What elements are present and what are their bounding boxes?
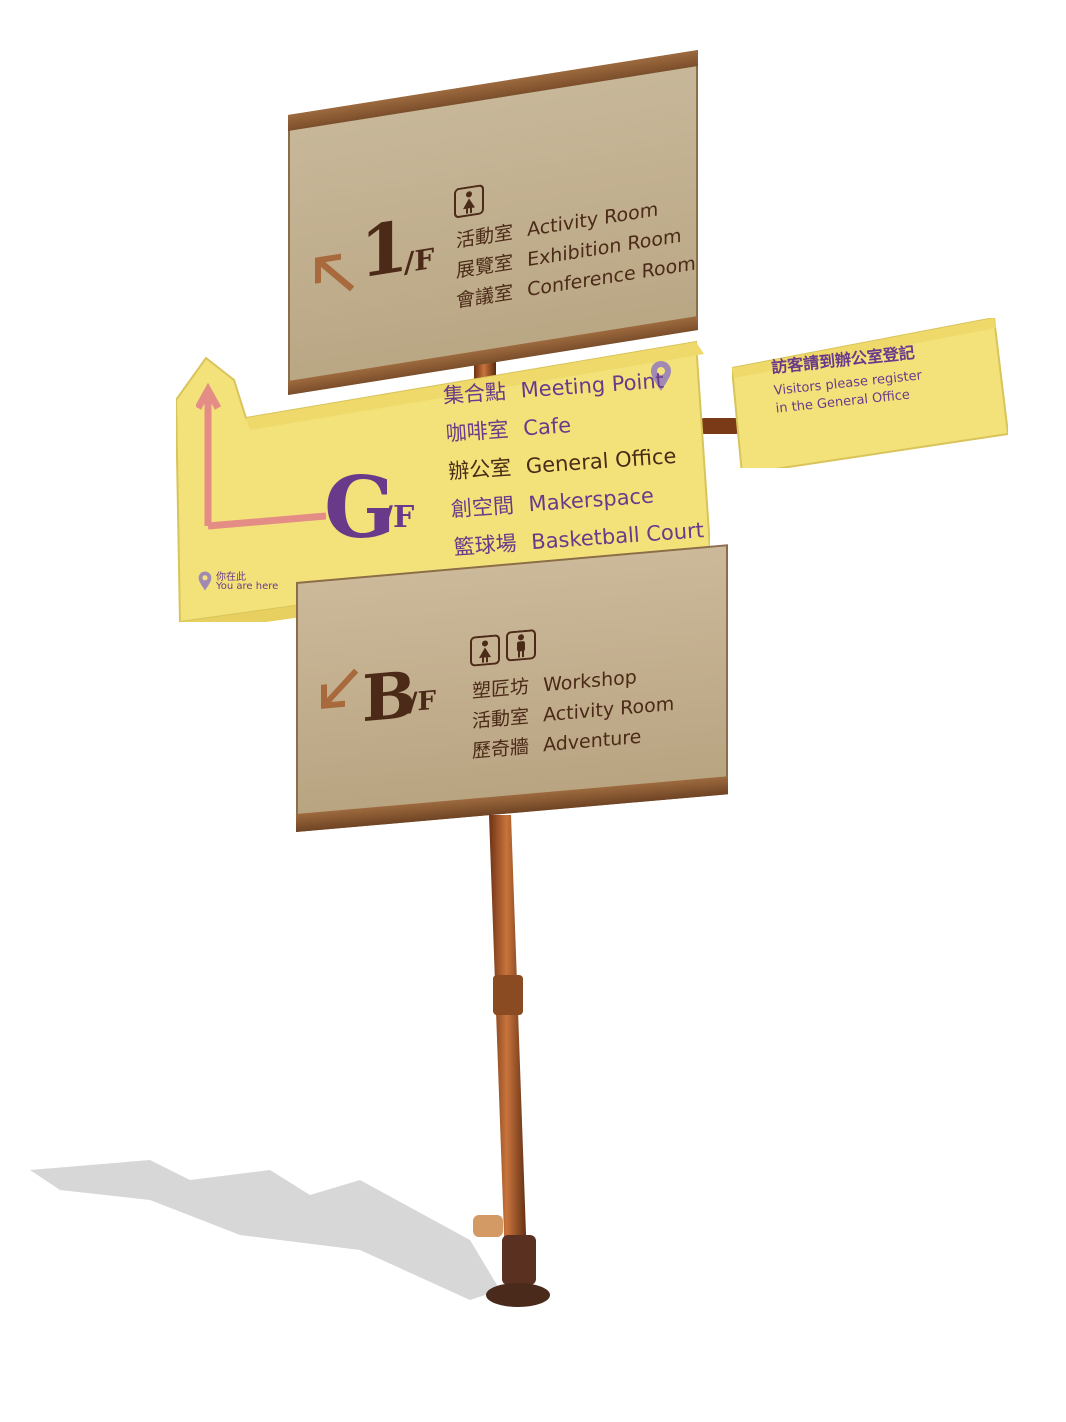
room-name-zh: 歷奇牆 <box>472 735 530 763</box>
floor-number-1f: 1 <box>360 203 409 295</box>
sign-1f: 1 /F 活動室 Activity Room 展覽室 Exhibition Ro… <box>288 50 698 395</box>
pole-joint <box>493 975 523 1015</box>
room-name-zh: 咖啡室 <box>444 417 510 446</box>
arrow-up-left-turn-icon <box>196 382 326 530</box>
notice-connector-rod <box>700 418 740 434</box>
signpost-shadow <box>30 1160 500 1300</box>
sign-bf: B /F 塑匠坊 Workshop 活動室 Activity Room 歷奇牆 … <box>296 544 728 832</box>
female-toilet-icon <box>470 634 500 667</box>
room-name-zh: 創空間 <box>450 493 515 522</box>
floor-suffix-bf: /F <box>408 685 436 719</box>
signpost-pole-lower <box>489 815 528 1290</box>
you-are-here-zh: 你在此 <box>216 572 246 583</box>
pole-clamp <box>473 1215 503 1237</box>
pole-base <box>486 1283 550 1307</box>
male-toilet-icon <box>506 629 536 662</box>
room-name-en: Cafe <box>522 413 572 441</box>
room-name-zh: 籃球場 <box>452 531 518 560</box>
floor-suffix-1f: /F <box>404 241 435 280</box>
visitor-notice-board <box>732 318 1008 468</box>
you-are-here-en: You are here <box>216 581 279 592</box>
floor-number-gf: G <box>324 458 396 557</box>
visitor-notice-sign: 訪客請到辦公室登記 Visitors please register in th… <box>732 318 1008 468</box>
arrow-down-left-icon <box>321 668 358 709</box>
room-name-zh: 辦公室 <box>447 455 513 484</box>
location-pin-icon <box>651 361 671 391</box>
pole-collar <box>502 1235 536 1285</box>
location-pin-icon <box>198 571 212 591</box>
female-toilet-icon <box>454 184 484 218</box>
floor-suffix-gf: /F <box>382 500 415 535</box>
room-name-zh: 集合點 <box>442 379 507 408</box>
room-name-zh: 塑匠坊 <box>472 675 530 703</box>
room-name-zh: 活動室 <box>472 705 530 733</box>
arrow-up-left-icon <box>315 253 354 292</box>
